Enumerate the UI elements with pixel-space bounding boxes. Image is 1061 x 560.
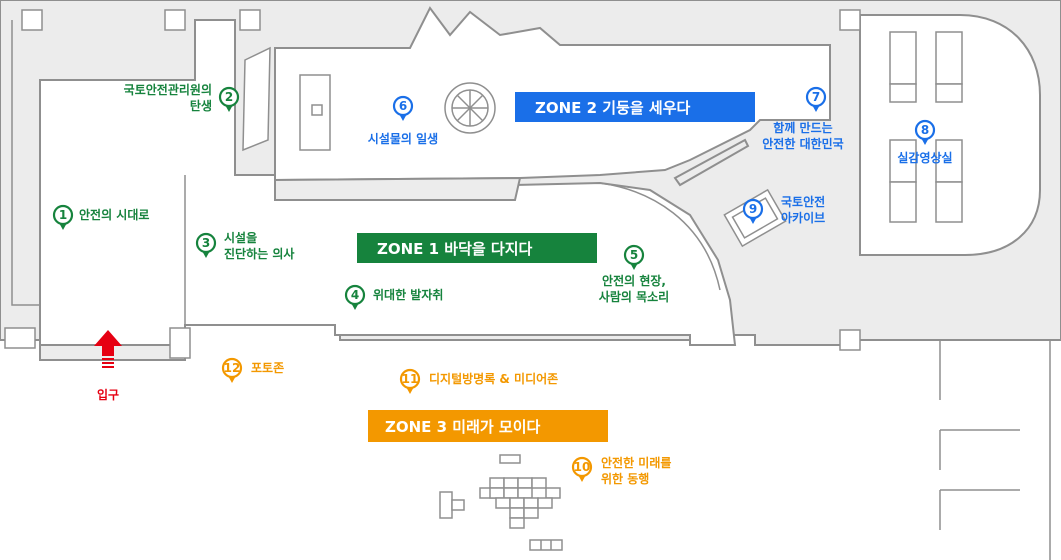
exhibit-pin-1[interactable]: 1 안전의 시대로 bbox=[52, 204, 149, 230]
pin-number: 3 bbox=[202, 236, 210, 250]
entrance-label: 입구 bbox=[97, 388, 119, 402]
pin-circle bbox=[805, 86, 827, 108]
pin-label: 시설물의 일생 bbox=[368, 131, 438, 146]
pin-number: 8 bbox=[921, 123, 929, 137]
exhibit-pin-5[interactable]: 5 안전의 현장,사람의 목소리 bbox=[599, 244, 669, 304]
pin-circle bbox=[52, 204, 74, 226]
pin-circle bbox=[218, 86, 240, 108]
exhibit-pin-4[interactable]: 4 위대한 발자취 bbox=[344, 284, 443, 310]
pin-label: 위대한 발자취 bbox=[373, 287, 443, 302]
pin-label: 포토존 bbox=[251, 361, 284, 375]
entrance-marker: 입구 bbox=[94, 330, 122, 402]
panel-2 bbox=[242, 46, 271, 152]
pin-number: 9 bbox=[749, 202, 757, 216]
pin-label: 디지털방명록 & 미디어존 bbox=[429, 371, 558, 386]
pin-circle bbox=[195, 232, 217, 254]
zone2-label: ZONE 2 기둥을 세우다 bbox=[515, 92, 755, 122]
pin-circle bbox=[392, 95, 414, 117]
pin-number: 1 bbox=[59, 208, 67, 222]
pin-number: 11 bbox=[402, 372, 419, 386]
pin-number: 5 bbox=[630, 248, 638, 262]
pin-label: 실감영상실 bbox=[897, 150, 952, 165]
zone3-label: ZONE 3 미래가 모이다 bbox=[368, 410, 608, 442]
exhibit-pin-12[interactable]: 12 포토존 bbox=[221, 357, 284, 383]
pin-label: 안전한 미래를 bbox=[601, 455, 671, 470]
zone3-display-blocks bbox=[439, 454, 563, 551]
pin-label: 아카이브 bbox=[781, 210, 825, 225]
pin-circle bbox=[914, 119, 936, 141]
exhibit-pin-6[interactable]: 6 시설물의 일생 bbox=[368, 95, 438, 146]
pin-label: 진단하는 의사 bbox=[224, 246, 294, 261]
round-display bbox=[444, 82, 496, 134]
pin-circle bbox=[221, 357, 243, 379]
exhibit-pin-11[interactable]: 11 디지털방명록 & 미디어존 bbox=[399, 368, 558, 394]
pin-number: 10 bbox=[574, 460, 591, 474]
pin-label: 탄생 bbox=[190, 98, 212, 113]
pin-circle bbox=[623, 244, 645, 266]
zone1-label: ZONE 1 바닥을 다지다 bbox=[357, 233, 597, 263]
pin-number: 6 bbox=[399, 99, 407, 113]
zone2-bottom-slab bbox=[274, 176, 522, 201]
exhibit-pin-8[interactable]: 8 실감영상실 bbox=[897, 119, 953, 165]
pin-number: 2 bbox=[225, 90, 233, 104]
theater-seats bbox=[889, 31, 963, 223]
slanted-wall bbox=[673, 138, 750, 187]
zone2-square bbox=[311, 104, 323, 116]
corridor-open-area bbox=[39, 19, 737, 346]
zone1-label-text: ZONE 1 바닥을 다지다 bbox=[377, 240, 533, 258]
pin-label: 안전의 현장, bbox=[602, 273, 666, 288]
pin-circle bbox=[571, 456, 593, 478]
right-corridor bbox=[939, 340, 1051, 560]
pin-number: 12 bbox=[224, 361, 241, 375]
pin-number: 4 bbox=[351, 288, 359, 302]
pin-circle bbox=[344, 284, 366, 306]
pin-label: 국토안전관리원의 bbox=[124, 82, 212, 97]
pin-circle bbox=[742, 198, 764, 220]
pin-label: 시설을 bbox=[224, 230, 257, 245]
pin-label: 안전의 시대로 bbox=[79, 207, 149, 222]
pin-label: 안전한 대한민국 bbox=[762, 136, 843, 151]
pin-label: 위한 동행 bbox=[601, 471, 649, 486]
left-wall-edge bbox=[11, 20, 40, 306]
zone2-label-text: ZONE 2 기둥을 세우다 bbox=[535, 99, 691, 117]
pin-number: 7 bbox=[812, 90, 820, 104]
pin-label: 국토안전 bbox=[781, 194, 825, 209]
pin-label: 사람의 목소리 bbox=[599, 289, 669, 304]
pin-label: 함께 만드는 bbox=[773, 120, 832, 135]
pillars bbox=[4, 9, 861, 359]
pin-circle bbox=[399, 368, 421, 390]
zone3-label-text: ZONE 3 미래가 모이다 bbox=[385, 418, 541, 436]
zone1-curve bbox=[599, 182, 721, 291]
up-arrow-icon bbox=[94, 330, 122, 356]
